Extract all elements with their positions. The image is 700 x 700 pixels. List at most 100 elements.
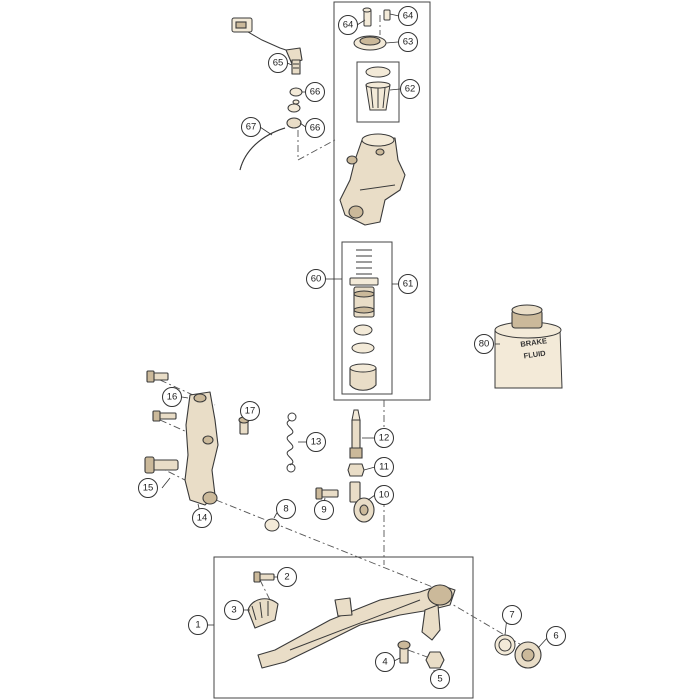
callout-label: 64 [343, 20, 354, 31]
callout-circle [374, 485, 394, 505]
callout-label: 4 [382, 657, 387, 668]
callout-label: 60 [311, 274, 322, 285]
pedal-assembly-frame [213, 556, 474, 699]
callout-circle [398, 32, 418, 52]
callout-label: 8 [283, 504, 288, 515]
brake-light-switch-cable [231, 17, 303, 75]
callout-label: 6 [553, 631, 558, 642]
brake-pedal [257, 584, 456, 669]
pivot-parts [397, 634, 542, 669]
callout-label: 10 [379, 490, 390, 501]
callout-circle [546, 626, 566, 646]
callout-label: 15 [143, 483, 154, 494]
callout-circle [502, 605, 522, 625]
callout-c7: 7 [502, 605, 522, 625]
callout-label: 2 [284, 572, 289, 583]
callout-c61: 61 [398, 274, 418, 294]
callout-label: 16 [167, 392, 178, 403]
callout-circle [305, 82, 325, 102]
callout-label: 7 [509, 610, 514, 621]
callout-c2: 2 [277, 567, 297, 587]
callout-c10: 10 [374, 485, 394, 505]
callout-label: 62 [405, 84, 416, 95]
callout-label: 13 [311, 437, 322, 448]
reservoir-insert-frame [356, 61, 400, 123]
callout-circle [474, 334, 494, 354]
callout-circle [192, 508, 212, 528]
callout-c8: 8 [276, 499, 296, 519]
callout-circle [306, 432, 326, 452]
bottle-label-line2: FLUID [523, 348, 547, 360]
callout-circle [241, 117, 261, 137]
callout-circle [398, 274, 418, 294]
callout-c80: 80 [474, 334, 494, 354]
callout-label: 11 [379, 462, 389, 473]
callout-circle [305, 118, 325, 138]
callout-c66a: 66 [305, 82, 325, 102]
callout-c16: 16 [162, 387, 182, 407]
callout-c11: 11 [374, 457, 394, 477]
callout-c4: 4 [375, 652, 395, 672]
callout-label: 14 [197, 513, 208, 524]
return-spring [286, 412, 297, 473]
callout-c60: 60 [306, 269, 326, 289]
callout-label: 1 [195, 620, 200, 631]
assembly-lines [154, 15, 531, 659]
callout-c63: 63 [398, 32, 418, 52]
master-cylinder-body [339, 133, 406, 226]
callout-label: 66 [310, 87, 321, 98]
callout-label: 12 [379, 433, 390, 444]
callout-label: 65 [273, 58, 284, 69]
callout-c6: 6 [546, 626, 566, 646]
callout-label: 67 [246, 122, 257, 133]
callout-c65: 65 [268, 53, 288, 73]
brake-hose [239, 87, 303, 171]
callout-circle [400, 79, 420, 99]
callout-c67: 67 [241, 117, 261, 137]
callout-label: 61 [403, 279, 414, 290]
callout-circle [374, 428, 394, 448]
callout-c14: 14 [192, 508, 212, 528]
callout-circle [398, 6, 418, 26]
pedal-tip-parts [247, 571, 279, 629]
callout-circle [430, 669, 450, 689]
pedal-bracket [184, 391, 219, 506]
callout-label: 63 [403, 37, 414, 48]
callout-c1: 1 [188, 615, 208, 635]
callout-circle [277, 567, 297, 587]
callout-c13: 13 [306, 432, 326, 452]
callout-circle [276, 499, 296, 519]
callout-c9: 9 [314, 500, 334, 520]
callout-circle [188, 615, 208, 635]
piston-kit [349, 249, 379, 391]
callout-c3: 3 [224, 600, 244, 620]
callout-label: 5 [437, 674, 442, 685]
callout-circle [268, 53, 288, 73]
callout-label: 66 [310, 123, 321, 134]
callout-label: 3 [231, 605, 236, 616]
callout-c66b: 66 [305, 118, 325, 138]
reservoir-cap-parts [353, 7, 391, 51]
callout-circle [240, 401, 260, 421]
callout-circle [138, 478, 158, 498]
callout-c64a: 64 [338, 15, 358, 35]
callout-c62: 62 [400, 79, 420, 99]
callout-circle [338, 15, 358, 35]
callout-c64b: 64 [398, 6, 418, 26]
callout-c5: 5 [430, 669, 450, 689]
callout-label: 64 [403, 11, 414, 22]
bottle-label-line1: BRAKE [520, 336, 548, 349]
callout-label: 17 [245, 406, 256, 417]
callout-circle [306, 269, 326, 289]
callout-leaders [161, 13, 549, 679]
callout-circle [162, 387, 182, 407]
push-rod-parts [264, 409, 375, 532]
piston-kit-frame [341, 241, 393, 395]
callout-label: 80 [479, 339, 490, 350]
bolts [144, 370, 250, 474]
callout-label: 9 [321, 505, 326, 516]
callout-c17: 17 [240, 401, 260, 421]
callout-circle [314, 500, 334, 520]
